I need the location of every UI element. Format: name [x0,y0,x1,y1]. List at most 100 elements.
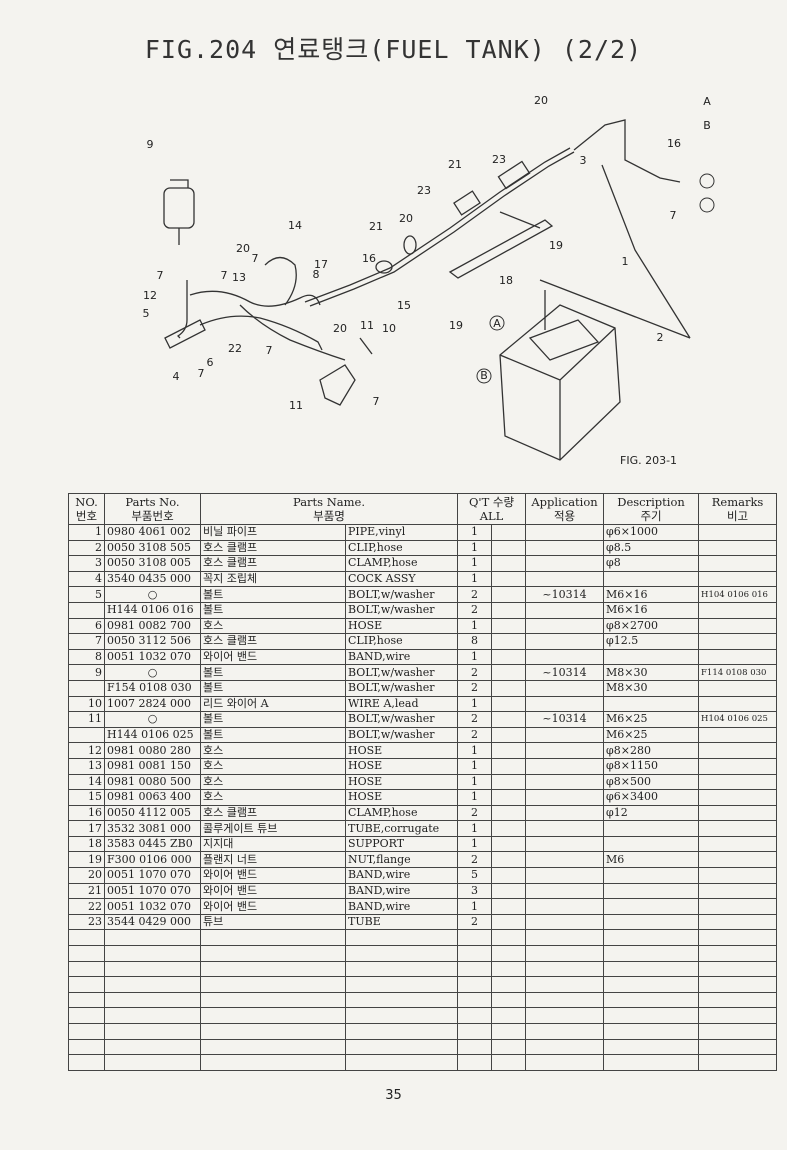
cell-empty [491,991,527,1009]
cell-desc: M6×25 [603,726,700,744]
cell-desc: M8×30 [603,664,700,681]
cell-pn: 0981 0081 150 [104,757,201,775]
cell-en: TUBE,corrugate [344,820,459,837]
cell-blank [491,633,527,650]
callout-label: 11 [360,319,374,332]
cell-empty [525,945,605,962]
cell-q: 2 [457,726,493,744]
cell-empty [344,1038,459,1056]
cell-no: 15 [68,789,105,806]
cell-no: 2 [68,539,105,557]
callout-label: 10 [382,322,396,335]
cell-q: 2 [457,913,493,931]
cell-q: 1 [457,773,493,791]
cell-q: 1 [457,898,493,915]
cell-rem: F114 0108 030 [698,664,778,681]
cell-empty [603,1038,700,1056]
cell-rem [698,898,778,915]
cell-empty [104,976,201,993]
cell-empty [344,929,459,947]
cell-q: 1 [457,570,493,588]
callout-label: 2 [657,331,664,344]
cell-desc [603,913,700,931]
cell-pn: 1007 2824 000 [104,695,201,713]
callout-label: 9 [147,138,154,151]
cell-empty [104,960,201,978]
cell-rem [698,633,778,650]
cell-no: 12 [68,742,105,759]
cell-no: 18 [68,835,105,853]
cell-no: 14 [68,773,105,791]
cell-pn: ○ [104,664,201,681]
parts-table: NO.번호 Parts No.부품번호 Parts Name.부품명 Q'T 수… [68,493,778,1071]
cell-empty [68,1023,105,1040]
cell-empty [603,929,700,947]
cell-rem [698,570,778,588]
cell-app [525,913,605,931]
table-row-empty [68,945,778,962]
cell-empty [200,960,346,978]
cell-rem [698,648,778,666]
cell-rem [698,851,778,869]
callout-label: 7 [266,344,273,357]
cell-no: 13 [68,757,105,775]
cell-desc: φ6×1000 [603,524,700,541]
cell-q: 1 [457,820,493,837]
cell-no: 9 [68,664,105,681]
cell-pn: H144 0106 016 [104,601,201,619]
cell-empty [344,1007,459,1024]
cell-pn: 0050 4112 005 [104,804,201,822]
cell-empty [525,960,605,978]
cell-no [68,726,105,744]
callout-label: 20 [399,212,413,225]
cell-no: 1 [68,524,105,541]
cell-app [525,867,605,884]
cell-kr: 지지대 [200,835,346,853]
cell-app: ~10314 [525,664,605,681]
table-header: NO.번호 Parts No.부품번호 Parts Name.부품명 Q'T 수… [68,493,778,525]
cell-blank [491,679,527,697]
cell-rem [698,757,778,775]
callout-label: 7 [221,269,228,282]
cell-empty [104,1038,201,1056]
cell-empty [68,929,105,947]
cell-blank [491,726,527,744]
cell-en: SUPPORT [344,835,459,853]
cell-empty [200,1023,346,1040]
cell-pn: 3532 3081 000 [104,820,201,837]
cell-rem [698,617,778,635]
cell-empty [104,929,201,947]
cell-empty [525,976,605,993]
table-row-empty [68,929,778,947]
cell-pn: 0051 1032 070 [104,648,201,666]
cell-rem [698,913,778,931]
diagram-linework [163,119,691,461]
cell-empty [68,960,105,978]
cell-app [525,757,605,775]
cell-empty [491,1038,527,1056]
cell-app [525,679,605,697]
cell-pn: 3544 0429 000 [104,913,201,931]
cell-app [525,773,605,791]
callout-label: 16 [362,252,376,265]
table-row-empty [68,1007,778,1024]
callout-label: 12 [143,289,157,302]
cell-desc: φ8×280 [603,742,700,759]
cell-blank [491,913,527,931]
reference-figure-label: FIG. 203-1 [620,454,677,467]
cell-q: 1 [457,555,493,572]
cell-kr: 볼트 [200,679,346,697]
cell-en: TUBE [344,913,459,931]
cell-rem [698,524,778,541]
cell-no: 8 [68,648,105,666]
cell-en: NUT,flange [344,851,459,869]
cell-blank [491,601,527,619]
cell-pn: 0981 0080 500 [104,773,201,791]
cell-blank [491,835,527,853]
